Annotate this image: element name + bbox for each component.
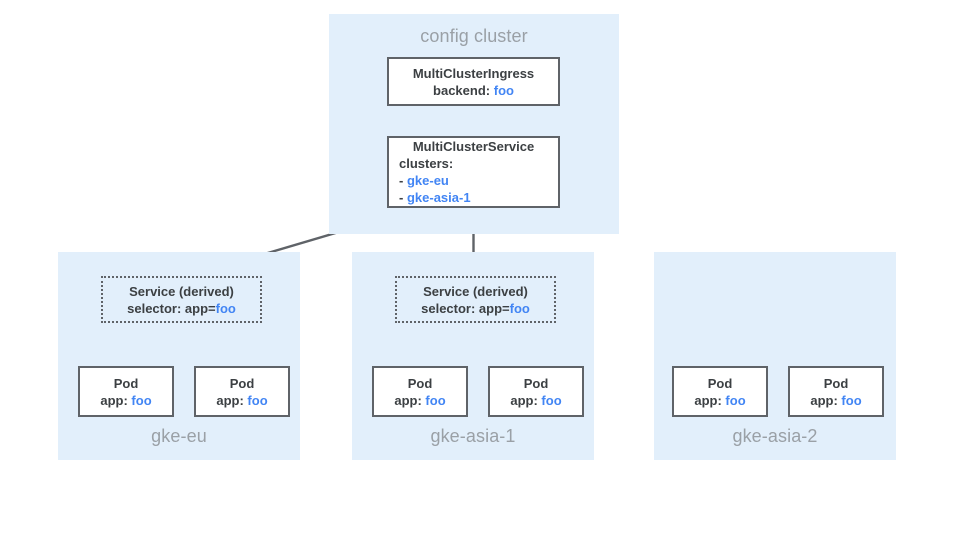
pod-title: Pod bbox=[523, 375, 549, 391]
resource-box-service-derived-gke-eu[interactable]: Service (derived) selector: app=foo bbox=[101, 276, 262, 323]
service-derived-selector: selector: app=foo bbox=[421, 300, 530, 317]
multiclusterservice-clusters-label: clusters: bbox=[399, 156, 454, 171]
multiclusteringress-backend-label: backend: bbox=[433, 82, 491, 98]
multiclusterservice-cluster-bullet: - bbox=[399, 190, 404, 205]
pod-title: Pod bbox=[823, 375, 849, 391]
service-derived-title: Service (derived) bbox=[423, 283, 528, 299]
pod-app-label-row: app: foo bbox=[510, 392, 561, 409]
pod-app-label: app: bbox=[510, 392, 538, 408]
resource-box-pod[interactable]: Pod app: foo bbox=[488, 366, 584, 417]
multiclusterservice-cluster-item: - gke-eu bbox=[389, 172, 449, 189]
multiclusterservice-cluster-bullet: - bbox=[399, 173, 404, 188]
pod-title: Pod bbox=[229, 375, 255, 391]
pod-app-label: app: bbox=[694, 392, 722, 408]
cluster-panel-gke-asia-2: gke-asia-2 bbox=[654, 252, 896, 460]
resource-box-pod[interactable]: Pod app: foo bbox=[372, 366, 468, 417]
resource-box-pod[interactable]: Pod app: foo bbox=[194, 366, 290, 417]
multiclusteringress-backend-value: foo bbox=[493, 82, 514, 98]
service-derived-selector-value: foo bbox=[509, 300, 530, 316]
pod-app-label-row: app: foo bbox=[100, 392, 151, 409]
cluster-label-config: config cluster bbox=[420, 26, 528, 46]
resource-box-service-derived-gke-asia-1[interactable]: Service (derived) selector: app=foo bbox=[395, 276, 556, 323]
pod-app-label: app: bbox=[394, 392, 422, 408]
pod-app-label-row: app: foo bbox=[216, 392, 267, 409]
pod-app-value: foo bbox=[541, 392, 562, 408]
pod-app-value: foo bbox=[725, 392, 746, 408]
multiclusterservice-cluster-item: - gke-asia-1 bbox=[389, 189, 471, 206]
pod-title: Pod bbox=[113, 375, 139, 391]
resource-box-multiclusterservice[interactable]: MultiClusterService clusters: - gke-eu -… bbox=[387, 136, 560, 208]
cluster-label-gke-asia-2: gke-asia-2 bbox=[732, 426, 818, 446]
pod-app-label-row: app: foo bbox=[694, 392, 745, 409]
pod-app-label: app: bbox=[100, 392, 128, 408]
service-derived-selector: selector: app=foo bbox=[127, 300, 236, 317]
pod-app-value: foo bbox=[131, 392, 152, 408]
service-derived-selector-value: foo bbox=[215, 300, 236, 316]
service-derived-title: Service (derived) bbox=[129, 283, 234, 299]
multiclusterservice-kind: MultiClusterService bbox=[412, 139, 535, 154]
service-derived-selector-label: selector: app= bbox=[127, 300, 216, 316]
pod-app-label: app: bbox=[810, 392, 838, 408]
cluster-panel-gke-asia-1: gke-asia-1 bbox=[352, 252, 594, 460]
multiclusterservice-cluster-name: gke-eu bbox=[406, 173, 449, 188]
pod-app-value: foo bbox=[841, 392, 862, 408]
service-derived-selector-label: selector: app= bbox=[421, 300, 510, 316]
pod-app-value: foo bbox=[247, 392, 268, 408]
multiclusteringress-backend: backend: foo bbox=[433, 82, 514, 99]
pod-app-label: app: bbox=[216, 392, 244, 408]
multiclusterservice-cluster-name: gke-asia-1 bbox=[406, 190, 471, 205]
multiclusteringress-kind: MultiClusterIngress bbox=[412, 65, 535, 81]
resource-box-pod[interactable]: Pod app: foo bbox=[78, 366, 174, 417]
pod-app-label-row: app: foo bbox=[810, 392, 861, 409]
resource-box-pod[interactable]: Pod app: foo bbox=[672, 366, 768, 417]
resource-box-multiclusteringress[interactable]: MultiClusterIngress backend: foo bbox=[387, 57, 560, 106]
pod-title: Pod bbox=[407, 375, 433, 391]
cluster-label-gke-eu: gke-eu bbox=[151, 426, 207, 446]
cluster-panel-gke-eu: gke-eu bbox=[58, 252, 300, 460]
cluster-label-gke-asia-1: gke-asia-1 bbox=[430, 426, 516, 446]
resource-box-pod[interactable]: Pod app: foo bbox=[788, 366, 884, 417]
pod-app-value: foo bbox=[425, 392, 446, 408]
pod-title: Pod bbox=[707, 375, 733, 391]
pod-app-label-row: app: foo bbox=[394, 392, 445, 409]
